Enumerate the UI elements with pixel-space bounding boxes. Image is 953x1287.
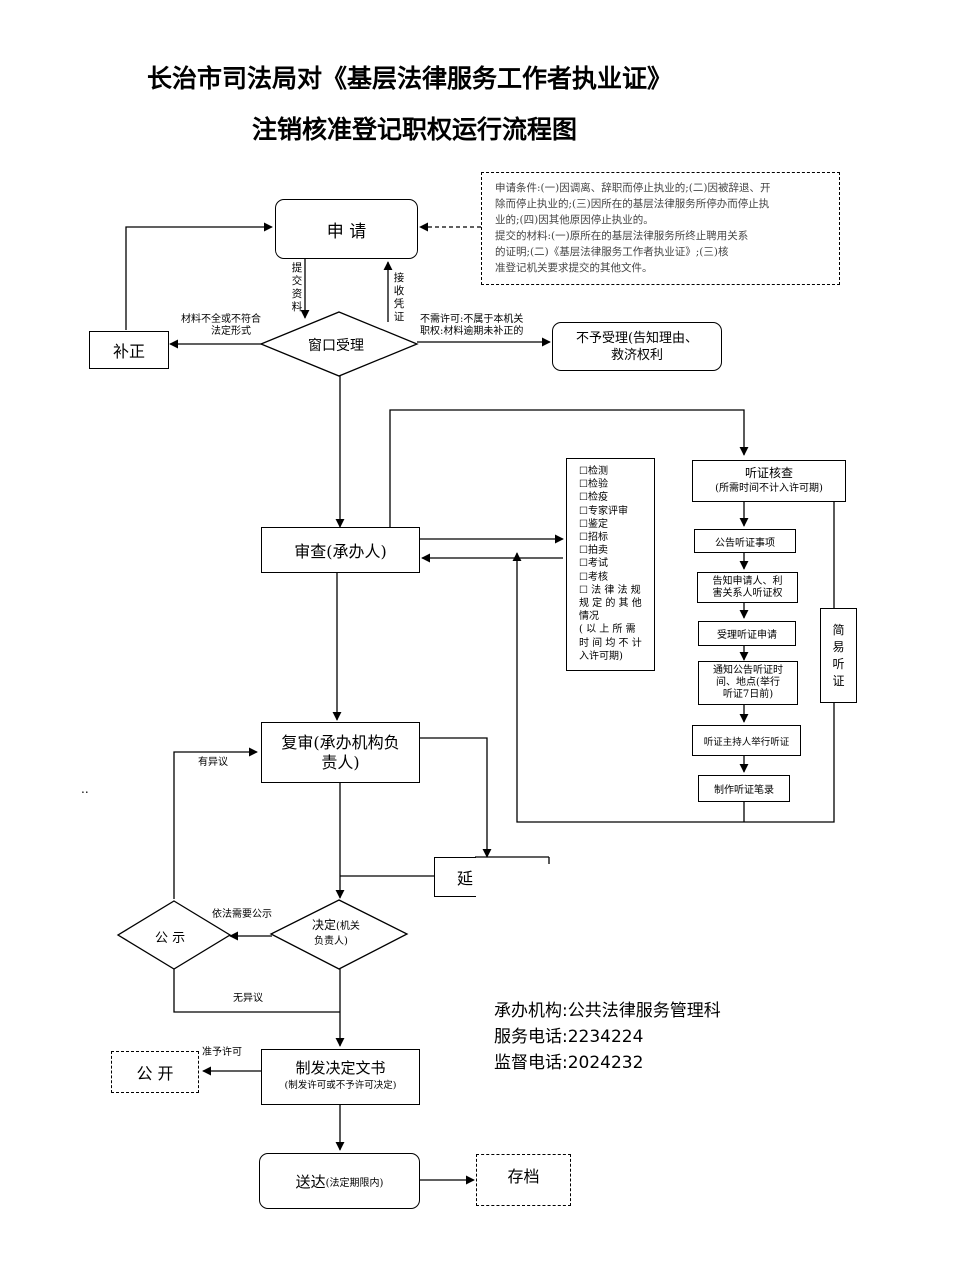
no-permit-label: 不需许可:不属于本机关 职权:材料逾期未补正的 <box>420 314 524 337</box>
open-node: 公 开 <box>111 1051 199 1093</box>
incomplete-label: 材料不全或不符合 法定形式 <box>181 314 261 337</box>
contact-supervise-phone: 监督电话:2024232 <box>494 1053 644 1073</box>
hearing-host-node: 听证主持人举行听证 <box>692 725 801 756</box>
apply-node: 申 请 <box>275 199 418 259</box>
extend-label: 延 <box>457 869 474 888</box>
title-line-1: 长治市司法局对《基层法律服务工作者执业证》 <box>147 64 673 93</box>
need-publicize-label: 依法需要公示 <box>212 909 272 920</box>
supplement-node: 补正 <box>89 331 169 369</box>
conditions-note-box: 申请条件:(一)因调离、辞职而停止执业的;(二)因被辞退、开 除而停止执业的;(… <box>481 172 840 285</box>
review-node: 审查(承办人) <box>261 527 420 573</box>
window-diamond <box>259 311 419 377</box>
submit-materials-label: 提交资料 <box>291 262 303 313</box>
simple-hearing-node: 简易听证 <box>820 608 857 703</box>
publicize-label: 公 示 <box>155 931 186 946</box>
no-objection-label: 无异议 <box>233 993 263 1004</box>
contact-info: 承办机构:公共法律服务管理科 服务电话:2234224 监督电话:2024232 <box>494 998 721 1076</box>
has-objection-label: 有异议 <box>198 757 228 768</box>
special-procedures-list: ☐检测 ☐检验 ☐检疫 ☐专家评审 ☐鉴定 ☐招标 ☐拍卖 ☐考试 ☐考核 ☐ … <box>579 466 642 662</box>
title-line-2: 注销核准登记职权运行流程图 <box>252 115 578 144</box>
contact-org: 承办机构:公共法律服务管理科 <box>494 1001 721 1021</box>
hearing-publish-node: 通知公告听证时 间、地点(举行 听证7日前) <box>698 661 798 705</box>
reject-node: 不予受理(告知理由、 救济权利 <box>552 322 722 371</box>
deliver-node: 送达(法定期限内) <box>259 1153 420 1209</box>
decide-label: 决定(机关 负责人) <box>312 918 360 947</box>
decide-diamond <box>269 899 409 970</box>
recheck-node: 复审(承办机构负 责人) <box>261 722 420 783</box>
publicize-diamond <box>116 900 232 970</box>
conditions-note: 申请条件:(一)因调离、辞职而停止执业的;(二)因被辞退、开 除而停止执业的;(… <box>495 182 771 274</box>
hearing-check-node: 听证核查 (所需时间不计入许可期) <box>692 460 846 502</box>
window-label: 窗口受理 <box>308 338 364 354</box>
hearing-announce-node: 公告听证事项 <box>694 529 796 553</box>
issue-node: 制发决定文书 (制发许可或不予许可决定) <box>261 1049 420 1105</box>
receive-voucher-label: 接收凭证 <box>393 272 405 323</box>
hearing-notify-node: 告知申请人、利 害关系人听证权 <box>697 572 798 603</box>
special-procedures-box: ☐检测 ☐检验 ☐检疫 ☐专家评审 ☐鉴定 ☐招标 ☐拍卖 ☐考试 ☐考核 ☐ … <box>566 458 655 671</box>
permit-granted-label: 准予许可 <box>202 1047 242 1058</box>
stray-mark: .. <box>81 782 89 796</box>
hearing-record-node: 制作听证笔录 <box>698 775 790 802</box>
hearing-accept-node: 受理听证申请 <box>698 621 796 646</box>
archive-node: 存档 <box>476 1154 571 1206</box>
extend-node: 延 <box>434 857 476 897</box>
contact-service-phone: 服务电话:2234224 <box>494 1027 644 1047</box>
